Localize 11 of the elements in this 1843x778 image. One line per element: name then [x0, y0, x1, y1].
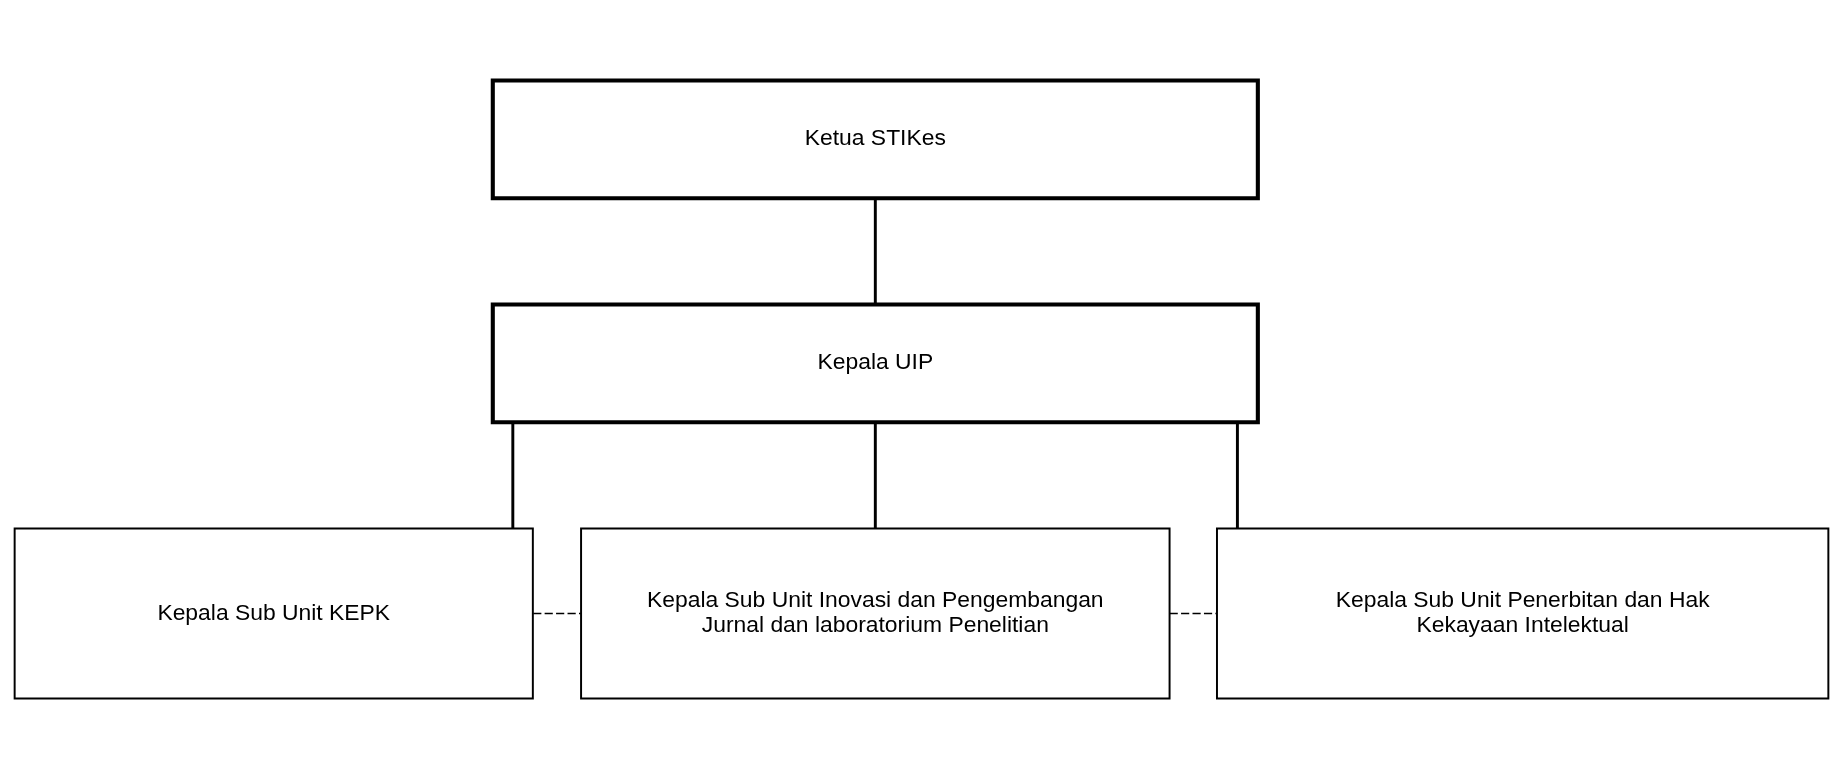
connector: [1235, 422, 1239, 528]
connector: [1168, 612, 1218, 614]
node-box: Kepala UIP: [490, 301, 1260, 424]
connector: [873, 422, 877, 528]
node-box: Kepala Sub Unit KEPK: [13, 526, 534, 699]
connector: [511, 422, 515, 528]
node-box: Kepala Sub Unit Inovasi dan Pengembangan Jurnal dan laboratorium Penelitian: [580, 526, 1171, 699]
connector: [873, 198, 877, 304]
node-box: Kepala Sub Unit Penerbitan dan Hak Kekayaan Intelektual: [1216, 526, 1830, 699]
node-box: Ketua STIKes: [490, 78, 1260, 200]
connector: [532, 612, 582, 614]
